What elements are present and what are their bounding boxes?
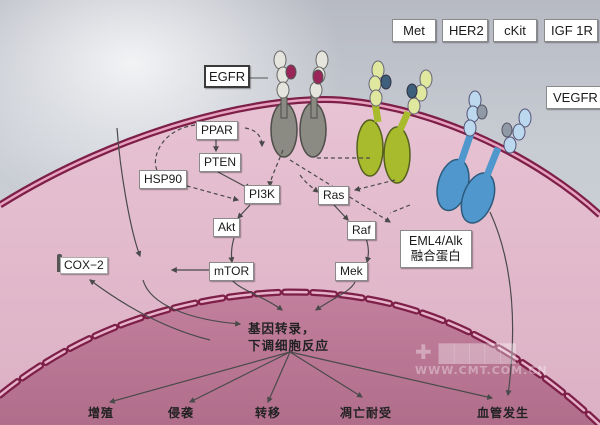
label-her2: HER2 — [442, 19, 488, 42]
label-vegfr: VEGFR — [546, 86, 600, 109]
nucleus-text-line1: 基因转录， — [248, 321, 316, 336]
edge-ras-raf — [333, 204, 349, 221]
edge-pten-pi3k — [217, 171, 249, 191]
edge-pi3k-akt — [237, 204, 251, 219]
node-pten: PTEN — [199, 153, 242, 172]
node-hsp90: HSP90 — [139, 170, 188, 189]
node-mtor: mTOR — [209, 262, 255, 281]
edge-vegfr-angiogenesis — [489, 211, 514, 397]
label-egfr: EGFR — [204, 65, 251, 88]
outcome-proliferation: 增殖 — [88, 406, 115, 420]
edge-hsp90-ppar — [154, 124, 196, 173]
edge-mtor-nucleus — [231, 279, 283, 311]
label-met: Met — [392, 19, 436, 42]
edge-membrane-center — [116, 127, 142, 258]
edge-ras-eml4 — [389, 204, 411, 214]
eml4-alk-line1: EML4/Alk — [409, 234, 463, 248]
nucleus-text-line2: 下调细胞反应 — [248, 338, 330, 353]
edge-egfr-pi3k — [267, 149, 284, 188]
nuclear-membrane — [0, 288, 600, 425]
label-igf1r: IGF 1R — [544, 19, 598, 42]
outcome-invasion: 侵袭 — [168, 406, 195, 420]
edge-to-apoptosis-resistance — [289, 351, 364, 398]
her-receptor-right — [383, 69, 433, 184]
node-mek: Mek — [335, 262, 368, 281]
vegfr-receptor-left — [436, 90, 488, 212]
label-ckit: cKit — [493, 19, 537, 42]
node-raf: Raf — [347, 221, 376, 240]
edge-raf-mek — [365, 237, 372, 264]
edge-to-cox2 — [89, 279, 211, 341]
outcome-angiogenesis: 血管发生 — [477, 406, 530, 420]
outcome-apoptosis-resistance: 凋亡耐受 — [340, 406, 393, 420]
node-akt: Akt — [213, 218, 241, 237]
edge-akt-mtor — [228, 237, 235, 264]
vegfr-receptor-right — [460, 108, 532, 224]
edge-hsp90-pi3k — [179, 183, 240, 202]
edge-egfr-ras — [299, 174, 319, 193]
upregulation-arrow-icon — [57, 254, 62, 272]
node-eml4-alk: EML4/Alk 融合蛋白 — [400, 230, 472, 268]
node-ras: Ras — [318, 186, 350, 205]
egfr-receptor-right — [299, 50, 329, 158]
edge-center-nucleus — [142, 279, 242, 327]
eml4-alk-line2: 融合蛋白 — [410, 249, 461, 263]
edge-ppar-pi3k — [244, 127, 265, 148]
edge-mek-nucleus — [315, 281, 356, 311]
edge-to-angiogenesis — [289, 351, 494, 400]
egfr-receptor-left — [270, 50, 298, 158]
edge-to-invasion — [188, 351, 291, 403]
node-cox2: COX−2 — [60, 257, 108, 274]
node-ppar: PPAR — [196, 121, 238, 140]
node-pi3k: PI3K — [244, 185, 281, 204]
watermark-url: WWW.CMT.COM.CN — [415, 364, 548, 377]
outcome-metastasis: 转移 — [255, 406, 282, 420]
cell-membrane — [0, 96, 600, 218]
edge-to-proliferation — [108, 351, 291, 404]
her-receptor-left — [356, 60, 392, 177]
edge-to-metastasis — [267, 351, 291, 404]
watermark-logo: ✚ ▇▇▇▇▇ — [415, 340, 516, 364]
